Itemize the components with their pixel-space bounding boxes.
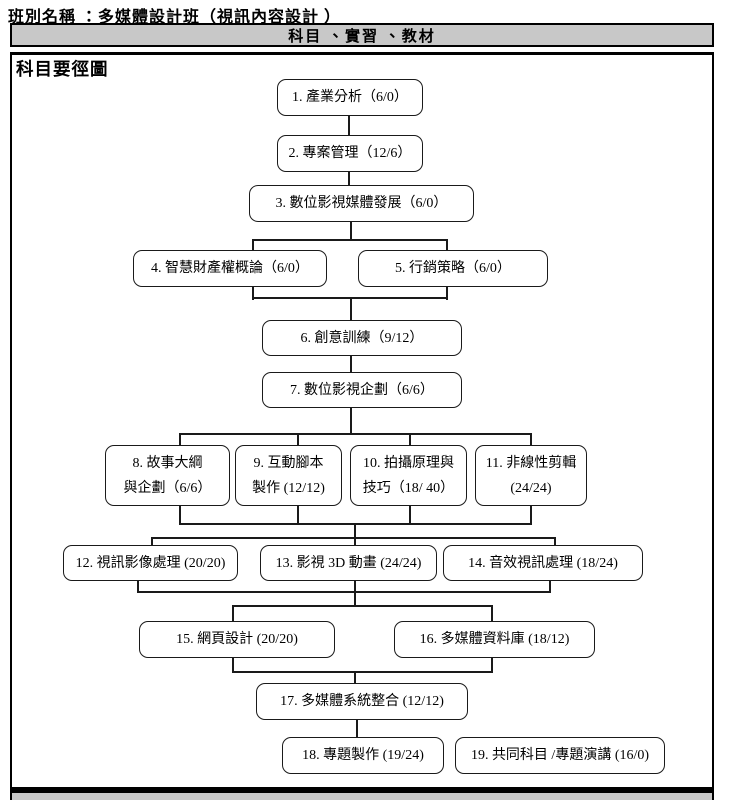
connector-line: [232, 671, 493, 673]
connector-line: [232, 605, 493, 607]
flow-node-18-capstone-project: 18. 專題製作 (19/24): [282, 737, 444, 774]
diagram-title: 科目要徑圖: [16, 59, 109, 79]
connector-line: [297, 505, 299, 525]
connector-line: [530, 433, 532, 446]
connector-line: [179, 505, 181, 525]
connector-line: [356, 719, 358, 738]
diagram-frame: [10, 52, 714, 790]
flow-node-1-industry-analysis: 1. 產業分析（6/0）: [277, 79, 423, 116]
flow-node-16-multimedia-database: 16. 多媒體資料庫 (18/12): [394, 621, 595, 658]
connector-line: [151, 537, 153, 547]
connector-line: [554, 537, 556, 547]
connector-line: [409, 433, 411, 446]
flow-node-15-web-design: 15. 網頁設計 (20/20): [139, 621, 335, 658]
connector-line: [354, 591, 356, 607]
connector-line: [354, 523, 356, 547]
connector-line: [530, 505, 532, 525]
class-name-title: 班別名稱 ：多媒體設計班（視訊內容設計 ）: [8, 9, 342, 26]
flow-node-2-project-management: 2. 專案管理（12/6）: [277, 135, 423, 172]
connector-line: [350, 355, 352, 373]
flow-node-19-common-subjects: 19. 共同科目 /專題演講 (16/0): [455, 737, 665, 774]
next-section-bar-cutoff: [10, 790, 714, 800]
connector-line: [179, 433, 532, 435]
connector-line: [137, 580, 139, 593]
flow-node-5-marketing-strategy: 5. 行銷策略（6/0）: [358, 250, 548, 287]
flow-node-11-nonlinear-editing: 11. 非線性剪輯 (24/24): [475, 445, 587, 506]
flow-node-9-interactive-script: 9. 互動腳本 製作 (12/12): [235, 445, 342, 506]
section-header-bar: 科目 、實習 、教材: [10, 23, 714, 47]
flow-node-8-story-outline: 8. 故事大綱 與企劃（6/6）: [105, 445, 230, 506]
flow-node-7-video-planning: 7. 數位影視企劃（6/6）: [262, 372, 462, 408]
connector-line: [297, 433, 299, 446]
connector-line: [350, 407, 352, 435]
flow-node-4-ip-rights-intro: 4. 智慧財產權概論（6/0）: [133, 250, 327, 287]
flow-node-12-video-image-processing: 12. 視訊影像處理 (20/20): [63, 545, 238, 581]
flow-node-14-audio-video-processing: 14. 音效視訊處理 (18/24): [443, 545, 643, 581]
connector-line: [409, 505, 411, 525]
connector-line: [348, 172, 350, 186]
connector-line: [354, 671, 356, 684]
connector-line: [354, 580, 356, 593]
connector-line: [179, 433, 181, 446]
connector-line: [350, 298, 352, 321]
connector-line: [549, 580, 551, 593]
flow-node-3-digital-media-dev: 3. 數位影視媒體發展（6/0）: [249, 185, 474, 222]
connector-line: [137, 591, 551, 593]
connector-line: [348, 116, 350, 136]
connector-line: [252, 239, 448, 241]
flow-node-6-creativity-training: 6. 創意訓練（9/12）: [262, 320, 462, 356]
connector-line: [151, 537, 556, 539]
flow-node-10-shooting-principles: 10. 拍攝原理與 技巧（18/ 40）: [350, 445, 467, 506]
section-header-label: 科目 、實習 、教材: [288, 28, 436, 45]
flow-node-17-system-integration: 17. 多媒體系統整合 (12/12): [256, 683, 468, 720]
connector-line: [350, 222, 352, 241]
flow-node-13-3d-animation: 13. 影視 3D 動畫 (24/24): [260, 545, 437, 581]
